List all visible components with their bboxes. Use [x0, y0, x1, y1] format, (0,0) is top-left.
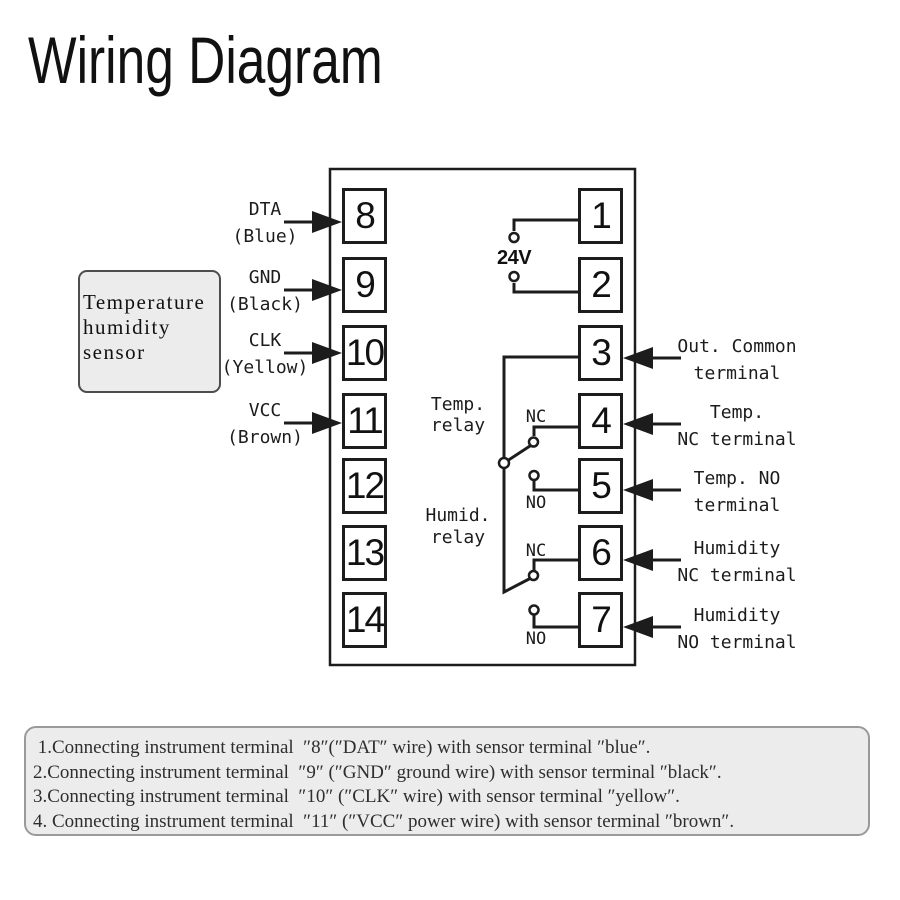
note-line-1: 1.Connecting instrument terminal ″8″(″DA… [33, 737, 651, 758]
humid-no-terminal-label-line2: NO terminal [677, 632, 797, 653]
power-label-24v: 24V [496, 247, 532, 269]
sensor-box-line2: humidity [83, 315, 171, 339]
sensor-box: Temperature humidity sensor [78, 270, 221, 393]
temp-nc-terminal-label-line1: Temp. [709, 402, 765, 423]
humid-nc-terminal-label-line2: NC terminal [677, 565, 797, 586]
note-line-2: 2.Connecting instrument terminal ″9″ (″G… [33, 761, 722, 783]
arrowhead-humid-nc [623, 549, 653, 571]
terminal-9: 9 [342, 257, 387, 313]
note-line-3: 3.Connecting instrument terminal ″10″ (″… [33, 786, 680, 807]
temp-nc-terminal-label-line2: NC terminal [677, 429, 797, 450]
signal-label-dta: DTA [248, 199, 282, 220]
notes-panel: 1.Connecting instrument terminal ″8″(″DA… [24, 726, 870, 836]
signal-label-clk: CLK [248, 330, 282, 351]
terminal-6: 6 [578, 525, 623, 581]
terminal-7: 7 [578, 592, 623, 648]
humid-no-label: NO [525, 629, 547, 649]
wire-color-label-blue: (Blue) [232, 226, 298, 247]
terminal-1: 1 [578, 188, 623, 244]
humid-relay-label-line2: relay [430, 527, 486, 548]
wire-temp-nc [532, 425, 578, 436]
terminal-4: 4 [578, 393, 623, 449]
signal-label-vcc: VCC [248, 400, 282, 421]
terminal-3: 3 [578, 325, 623, 381]
terminal-10: 10 [342, 325, 387, 381]
arrowhead-gnd [312, 279, 342, 301]
note-line-4: 4. Connecting instrument terminal ″11″ (… [33, 810, 735, 832]
power-contact-bottom [508, 270, 520, 283]
arrowhead-humid-no [623, 616, 653, 638]
temp-relay-label-line2: relay [430, 415, 486, 436]
signal-label-gnd: GND [248, 267, 282, 288]
terminal-13: 13 [342, 525, 387, 581]
temp-nc-label: NC [525, 407, 547, 427]
humid-no-contact [528, 604, 540, 616]
temp-relay-pivot [497, 456, 511, 470]
wire-humid-nc [532, 558, 578, 570]
arrowhead-temp-no [623, 479, 653, 501]
terminal-8: 8 [342, 188, 387, 244]
humid-nc-label: NC [525, 541, 547, 561]
sensor-box-line1: Temperature [83, 290, 206, 314]
arrowhead-temp-nc [623, 413, 653, 435]
arrowhead-dta [312, 211, 342, 233]
humid-relay-label-line1: Humid. [425, 505, 491, 526]
wire-color-label-brown: (Brown) [227, 427, 303, 448]
terminal-14: 14 [342, 592, 387, 648]
temp-no-contact [528, 469, 540, 482]
temp-relay-label-line1: Temp. [430, 394, 486, 415]
wire-color-label-yellow: (Yellow) [221, 357, 309, 378]
wire-24v-terminal-1 [512, 218, 578, 231]
out-common-label-line1: Out. Common [677, 336, 797, 357]
humid-nc-terminal-label-line1: Humidity [693, 538, 781, 559]
sensor-box-line3: sensor [83, 340, 146, 364]
humid-nc-contact [527, 569, 540, 582]
terminal-2: 2 [578, 257, 623, 313]
page-title: Wiring Diagram [28, 23, 383, 97]
wire-temp-no [532, 480, 578, 492]
humid-no-terminal-label-line1: Humidity [693, 605, 781, 626]
out-common-label-line2: terminal [693, 363, 781, 384]
wire-color-label-black: (Black) [227, 294, 303, 315]
wire-humid-no [532, 615, 578, 629]
arrowhead-clk [312, 342, 342, 364]
arrowhead-vcc [312, 412, 342, 434]
power-contact-top [508, 231, 520, 244]
arrowhead-out-common [623, 347, 653, 369]
wire-common-bus [502, 355, 578, 595]
temp-no-terminal-label-line2: terminal [693, 495, 781, 516]
temp-no-terminal-label-line1: Temp. NO [693, 468, 781, 489]
terminal-12: 12 [342, 458, 387, 514]
terminal-5: 5 [578, 458, 623, 514]
terminal-11: 11 [342, 393, 387, 449]
instrument-outline [328, 167, 637, 667]
temp-no-label: NO [525, 493, 547, 513]
wire-24v-terminal-2 [512, 283, 578, 294]
temp-nc-contact [527, 436, 540, 448]
